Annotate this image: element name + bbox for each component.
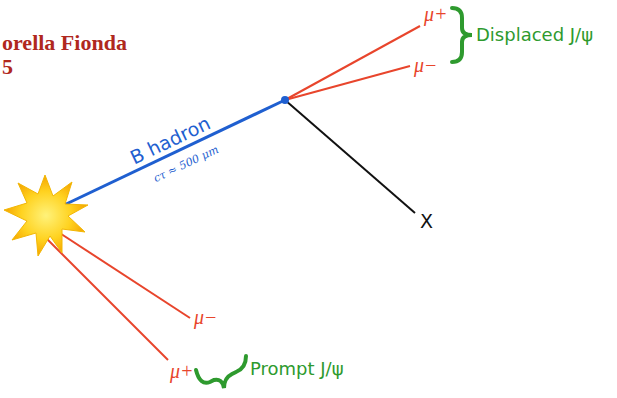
group-label: Prompt J/ψ	[250, 358, 344, 379]
muon-label: μ+	[424, 3, 448, 26]
curly-brace	[452, 8, 472, 62]
group-label: Displaced J/ψ	[476, 24, 593, 45]
collision-star	[4, 175, 88, 256]
muon-track	[52, 228, 190, 318]
muon-label: μ−	[194, 306, 218, 329]
particle-name: X	[420, 210, 433, 232]
muon-label: μ−	[414, 54, 438, 77]
title-fragment: 5	[2, 54, 13, 80]
muon-label: μ+	[170, 360, 194, 383]
title-fragment: orella Fionda	[2, 30, 127, 56]
x-track	[285, 100, 415, 213]
muon-track	[285, 26, 420, 100]
curly-brace	[196, 356, 246, 388]
muon-track	[285, 66, 410, 100]
b-hadron-track	[62, 100, 285, 206]
decay-vertex	[281, 96, 289, 104]
muon-track	[40, 232, 168, 360]
